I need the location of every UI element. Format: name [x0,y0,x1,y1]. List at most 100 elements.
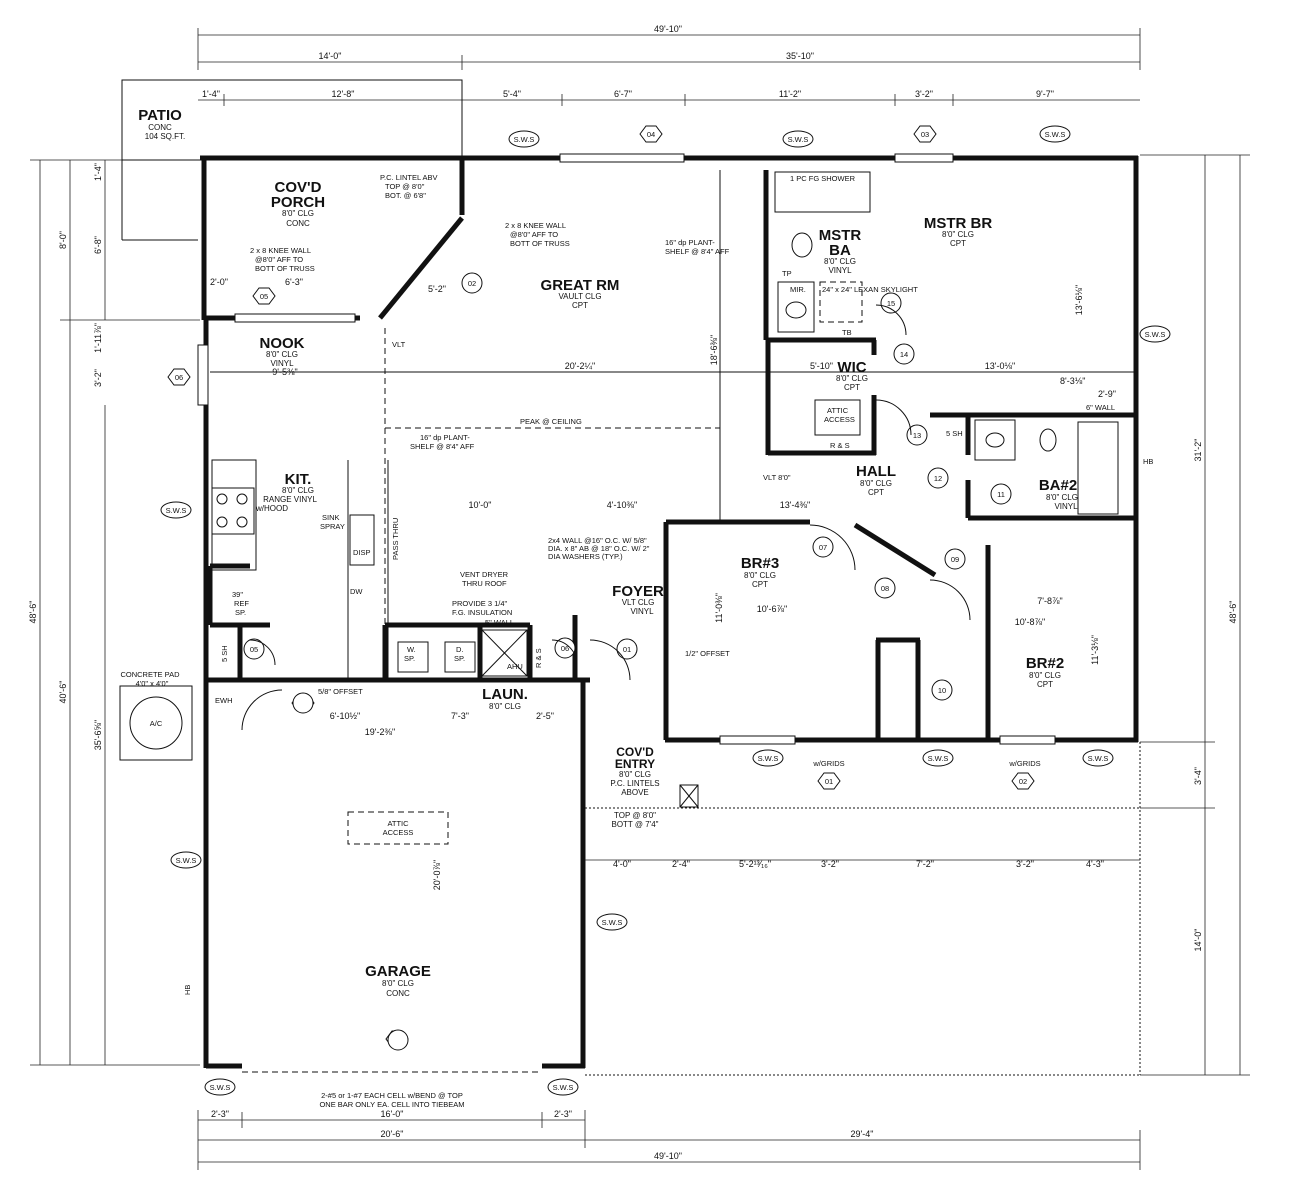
plant-b-2: SHELF @ 8'4" AFF [410,442,475,451]
disp-note: DISP [353,548,371,557]
entry-l2: P.C. LINTELS [610,779,659,788]
wtag-01: 01 [825,777,833,786]
garage-attic-2: ACCESS [383,828,414,837]
br2-name: BR#2 [1026,655,1064,672]
laun-b-dim: 2'-5" [536,711,554,721]
dtag-13: 13 [913,431,921,440]
knee-b-2: @8'0" AFF TO [510,230,558,239]
vlt-note: VLT [392,340,406,349]
porch-a-dim: 2'-0" [210,277,228,287]
wic-rs: R & S [830,441,850,450]
sws-3: S.W.S [1045,130,1066,139]
master-vanity-icon [777,281,815,333]
dim-bottom-side-left: 2'-3" [211,1109,229,1119]
lintel-note-3: BOT. @ 6'8" [385,191,426,200]
sws-markers: S.W.S S.W.S S.W.S S.W.S S.W.S S.W.S S.W.… [160,125,1171,1096]
offset-58-note: 5/8" OFFSET [318,687,363,696]
rebar-1: 2-#5 or 1-#7 EACH CELL w/BEND @ TOP [321,1091,463,1100]
dim-seg-7: 9'-7" [1036,89,1054,99]
garage: GARAGE 8'0" CLG CONC ATTIC ACCESS 19'-2⅜… [183,696,465,1109]
mbr-h-dim: 13'-6⅛" [1074,285,1084,315]
mbr-a-dim: 8'-3⅛" [1060,376,1085,386]
foyer: FOYER VLT CLG VINYL [612,583,664,616]
dim-right-garage: 14'-0" [1193,929,1203,952]
entry-l5: BOTT @ 7'4" [611,820,658,829]
nook-l2: VINYL [270,359,294,368]
dtag-01: 01 [623,645,631,654]
bottom-dimensions: 2'-3" 16'-0" 2'-3" 20'-6" 29'-4" 49'-10" [197,1109,1141,1170]
dim-right-overall: 48'-6" [1228,601,1238,624]
peak-note: PEAK @ CEILING [520,417,582,426]
sws-9: S.W.S [928,754,949,763]
porch-name2: PORCH [271,194,325,211]
dryer-icon [444,641,476,673]
wall-note-2: DIA. x 8" AB @ 18" O.C. W/ 2" [548,544,650,553]
patio: PATIO CONC 104 SQ.FT. [121,79,463,241]
br3-w2-dim: 10'-6⅞" [757,604,787,614]
great-room: GREAT RM VAULT CLG CPT 2 x 8 KNEE WALL @… [428,221,730,426]
br2-l1: 8'0" CLG [1029,671,1061,680]
ent-c: 5'-2¹³⁄₁₆" [739,859,771,869]
grids-2: w/GRIDS [1008,759,1040,768]
dim-seg-5: 11'-2" [779,89,801,99]
entry-l4: TOP @ 8'0" [614,811,656,820]
dtag-05: 05 [250,645,258,654]
dtag-12: 12 [934,474,942,483]
fridge-3: SP. [235,608,246,617]
br3-l1: 8'0" CLG [744,571,776,580]
porch-room: COV'D PORCH 8'0" CLG CONC P.C. LINTEL AB… [210,173,438,287]
w-sp-2: SP. [404,654,415,663]
ba2-l1: 8'0" CLG [1046,493,1078,502]
great-h-dim: 18'-6⅜" [709,335,719,365]
hall-name: HALL [856,463,896,480]
entry-l1: 8'0" CLG [619,770,651,779]
ewh-note: EWH [215,696,233,705]
ent-b: 2'-4" [672,859,690,869]
dim-right-entry: 3'-4" [1193,767,1203,785]
sws-5: S.W.S [166,506,187,515]
sws-8: S.W.S [758,754,779,763]
right-dimensions: 48'-6" 31'-2" 3'-4" 14'-0" [1140,154,1250,1076]
structural-notes: 2x4 WALL @16" O.C. W/ 5/8" DIA. x 8" AB … [452,500,730,658]
d-sp-2: SP. [454,654,465,663]
master-bath: 1 PC FG SHOWER MSTR BA 8'0" CLG VINYL MI… [774,171,918,337]
door-swings [241,304,971,731]
sws-12: S.W.S [553,1083,574,1092]
dtag-10: 10 [938,686,946,695]
nook-l1: 8'0" CLG [266,350,298,359]
master-toilet-icon [791,232,813,258]
knee-a-3: BOTT OF TRUSS [255,264,315,273]
conc-pad-note: CONCRETE PAD [120,670,180,679]
laun-l1: 8'0" CLG [489,702,521,711]
patio-l1: CONC [148,123,172,132]
bedroom-2: BR#2 8'0" CLG CPT 10'-8⅞" 7'-8⅞" 11'-3⅛" [1015,596,1100,689]
wic-attic-2: ACCESS [824,415,855,424]
knee-a-2: @8'0" AFF TO [255,255,303,264]
porch-l1: 8'0" CLG [282,209,314,218]
kit-l2: RANGE VINYL [263,495,317,504]
dim-left-b: 1'-11⅞" [93,323,103,353]
porch-w-dim: 6'-3" [285,277,303,287]
br3-h-dim: 11'-0⅜" [714,593,724,623]
lintel-note-1: P.C. LINTEL ABV [380,173,438,182]
porch-l2: CONC [286,219,310,228]
dtag-06: 06 [561,644,569,653]
dtag-15: 15 [887,299,895,308]
dim-top-overall: 49'-10" [654,24,682,34]
mba-name2: BA [829,242,851,259]
entry-column-icon [679,784,699,808]
driveway-outline [585,742,1141,1076]
tub-icon [1077,421,1119,515]
kit-name: KIT. [285,471,312,488]
dryer-1: VENT DRYER [460,570,509,579]
fridge-2: REF [234,599,249,608]
kitchen: KIT. 8'0" CLG RANGE VINYL w/HOOD SINK SP… [211,433,491,662]
knee-b-3: BOTT OF TRUSS [510,239,570,248]
door-tags: 01 02 05 06 07 08 09 10 11 12 13 14 15 [243,272,1012,1051]
dim-left-upper: 8'-0" [58,231,68,249]
laun-c-dim: 6'-10½" [330,711,360,721]
dim-bottom-left: 20'-6" [381,1129,404,1139]
dim-left-lower: 40'-6" [58,681,68,704]
ent-g: 4'-3" [1086,859,1104,869]
spray-note: SPRAY [320,522,345,531]
